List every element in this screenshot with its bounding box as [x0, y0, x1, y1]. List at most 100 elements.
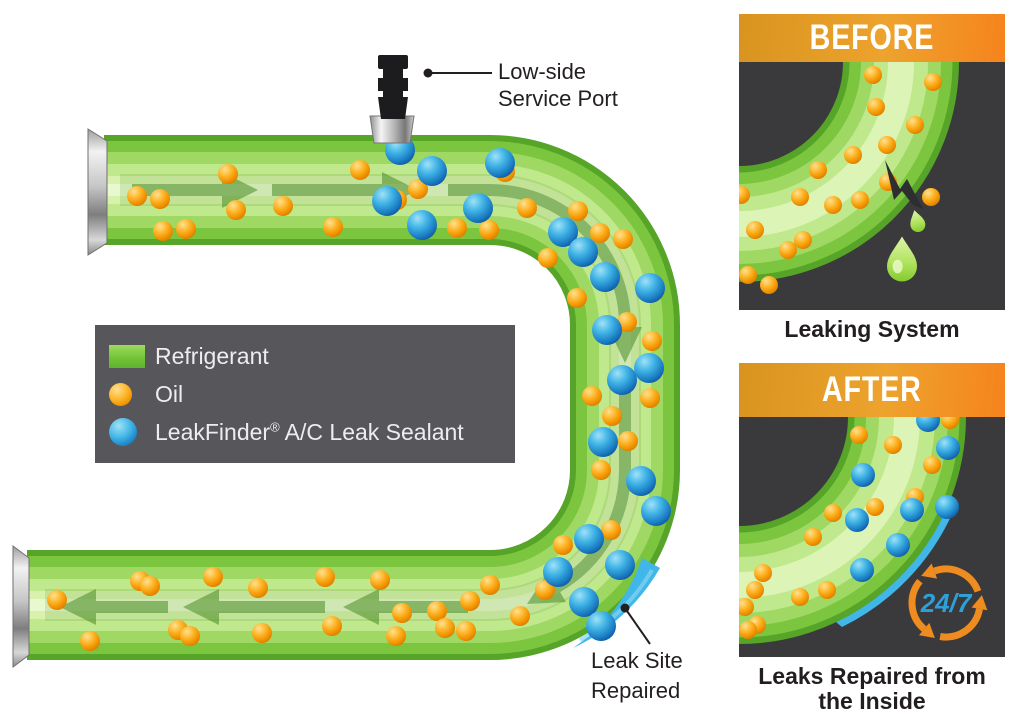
sealant-ball — [605, 550, 635, 580]
sealant-ball — [569, 587, 599, 617]
service-port-valve — [383, 90, 403, 98]
sealant-ball — [886, 533, 910, 557]
oil-ball — [273, 196, 293, 216]
oil-ball — [150, 189, 170, 209]
sealant-ball-icon — [109, 418, 137, 446]
after-caption: Leaks Repaired from the Inside — [739, 664, 1005, 714]
sealant-ball — [607, 365, 637, 395]
cycle-arrow — [939, 595, 988, 641]
oil-ball — [804, 528, 822, 546]
service-port-base — [369, 115, 415, 144]
oil-ball — [456, 621, 476, 641]
flow-arrow-shaft — [272, 184, 382, 196]
sealant-rest: A/C Leak Sealant — [284, 418, 464, 445]
oil-ball — [602, 406, 622, 426]
before-pipe-bend — [739, 62, 959, 282]
sealant-ball — [548, 217, 578, 247]
before-panel: BEFORE — [739, 14, 1005, 342]
after-header-label: AFTER — [822, 370, 922, 409]
oil-ball — [924, 73, 942, 91]
leak-site-label-line1: Leak Site — [591, 648, 683, 673]
oil-ball — [568, 201, 588, 221]
oil-ball — [252, 623, 272, 643]
oil-ball — [791, 188, 809, 206]
oil-ball — [824, 504, 842, 522]
leak-droplet-large — [887, 236, 917, 282]
oil-balls — [739, 66, 942, 294]
pipe-layer — [739, 417, 920, 598]
oil-ball — [248, 578, 268, 598]
oil-ball — [779, 241, 797, 259]
sealant-ball — [851, 463, 875, 487]
flow-arrow-head-left — [183, 589, 219, 625]
oil-ball — [435, 618, 455, 638]
sealant-ball — [372, 186, 402, 216]
registered-trademark: ® — [270, 418, 280, 434]
sealant-ball — [590, 262, 620, 292]
oil-ball — [176, 219, 196, 239]
oil-ball — [392, 603, 412, 623]
sealant-ball — [592, 315, 622, 345]
oil-ball — [460, 591, 480, 611]
pipe-layer — [739, 62, 914, 237]
oil-ball — [601, 520, 621, 540]
service-port-valve — [378, 97, 408, 119]
oil-ball — [510, 606, 530, 626]
after-illustration: 24/7 — [739, 417, 988, 644]
oil-ball — [809, 161, 827, 179]
oil-ball — [642, 331, 662, 351]
before-caption: Leaking System — [784, 316, 960, 342]
sealant-ball — [634, 353, 664, 383]
legend-label-sealant: LeakFinder®A/C Leak Sealant — [155, 419, 464, 446]
legend-label-refrigerant: Refrigerant — [155, 342, 269, 369]
sealant-ball — [935, 495, 959, 519]
oil-ball — [80, 631, 100, 651]
before-panel-body — [739, 62, 1005, 310]
oil-ball — [322, 616, 342, 636]
badge-24-7: 24/7 — [908, 563, 988, 641]
service-port-label-line2: Service Port — [498, 86, 618, 111]
oil-ball — [922, 188, 940, 206]
leader-dot-service-port — [423, 68, 433, 78]
droplet-highlight — [892, 259, 903, 274]
oil-ball — [791, 588, 809, 606]
flow-arrow-shaft — [219, 601, 325, 613]
oil-ball — [226, 200, 246, 220]
sealant-ball — [407, 210, 437, 240]
oil-ball-icon — [109, 382, 132, 406]
oil-ball — [480, 575, 500, 595]
oil-balls — [47, 160, 665, 651]
oil-ball — [617, 312, 637, 332]
leak-site-patch-highlight — [579, 568, 654, 642]
oil-ball — [479, 220, 499, 240]
leader-dot-leak-site — [620, 603, 630, 613]
flow-arrow-bend-shaft — [448, 184, 631, 326]
oil-ball — [447, 218, 467, 238]
oil-ball — [538, 248, 558, 268]
before-illustration — [739, 62, 959, 294]
service-port-label: Low-side Service Port — [498, 58, 618, 112]
badge-text: 24/7 — [920, 588, 973, 618]
oil-ball — [746, 221, 764, 239]
after-caption-line1: Leaks Repaired from — [758, 663, 986, 689]
oil-ball — [127, 186, 147, 206]
leak-droplet-small — [910, 210, 926, 233]
sealant-ball — [485, 148, 515, 178]
oil-ball — [590, 223, 610, 243]
oil-ball — [386, 626, 406, 646]
oil-ball — [427, 601, 447, 621]
before-header: BEFORE — [739, 14, 1005, 62]
sealant-ball — [568, 237, 598, 267]
oil-ball — [567, 288, 587, 308]
sealant-ball — [916, 417, 940, 432]
oil-ball — [923, 456, 941, 474]
leak-site-label: Leak Site Repaired — [591, 646, 683, 706]
oil-ball — [878, 136, 896, 154]
oil-ball — [203, 567, 223, 587]
oil-ball — [153, 221, 173, 241]
before-header-label: BEFORE — [809, 18, 935, 57]
leader-line-leak-site — [626, 610, 651, 645]
oil-ball — [941, 417, 959, 429]
after-header: AFTER — [739, 363, 1005, 417]
